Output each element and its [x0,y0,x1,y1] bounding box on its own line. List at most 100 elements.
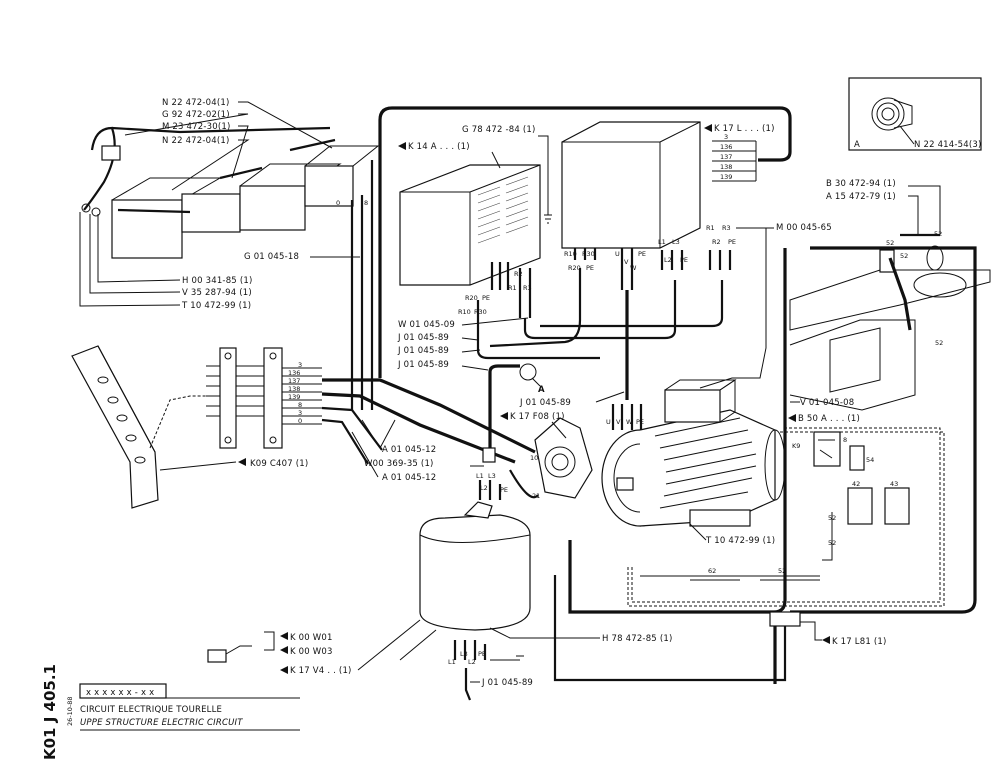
a01-leaders [351,419,484,478]
k17-l81-marker [822,636,830,644]
battery-strap-1 [117,208,191,214]
label-t10-47299-motor: T 10 472-99 (1) [705,536,775,546]
svg-text:52: 52 [778,567,786,575]
main-cable-bundle: 0 8 [336,106,792,410]
label-k17-l81: K 17 L81 (1) [832,637,887,647]
k09-marker [238,458,246,466]
cabinet-drops [476,227,767,400]
k17-term-137: 137 [720,153,732,161]
svg-text:R30: R30 [582,250,595,258]
pump-connector: L1 L3 L2 PE [476,447,508,500]
bundle-mark-0: 0 [336,199,340,207]
title-en: UPPE STRUCTURE ELECTRIC CIRCUIT [80,718,243,728]
gland-body [893,99,913,129]
svg-text:62: 62 [708,567,716,575]
svg-text:8: 8 [298,401,302,409]
label-j01-04589-d: J 01 045-89 [519,398,571,408]
terminal-1 [81,203,91,213]
svg-text:L2: L2 [468,658,476,666]
detail-a: A N 22 414-54(3) [848,77,982,151]
svg-text:L1: L1 [448,658,456,666]
b50-marker [788,414,796,422]
k17-terminal-strip: 3 136 137 138 139 [712,133,757,182]
detail-a-leader [899,125,915,145]
label-j01-04589-c: J 01 045-89 [397,360,449,370]
battery-3 [239,185,306,231]
k17v4-marker [280,666,288,674]
k14-marker [398,142,406,150]
label-m00-04565: M 00 045-65 [776,223,832,233]
callout-a-circle [519,363,537,381]
svg-text:54: 54 [866,456,874,464]
svg-text:PE: PE [586,264,594,272]
svg-text:136: 136 [288,369,300,377]
svg-text:V: V [616,418,621,426]
svg-text:PE: PE [482,294,490,302]
svg-text:21: 21 [532,492,540,500]
svg-text:R2: R2 [514,270,523,278]
battery-2 [181,193,241,233]
k17-term-136: 136 [720,143,732,151]
svg-text:52: 52 [886,239,894,247]
label-k17: K 17 L . . . (1) [714,124,775,134]
svg-text:R20: R20 [465,294,478,302]
svg-text:PE: PE [680,256,688,264]
battery-cable [83,126,116,211]
label-k00-w03: K 00 W03 [290,647,333,657]
label-n22-47204-b: N 22 472-04(1) [162,136,230,146]
battery-1-top [111,177,222,201]
label-g01-04518: G 01 045-18 [244,252,299,262]
k17-cabinet-body [561,121,701,249]
svg-text:K9: K9 [792,442,800,450]
battery-top-cable [111,126,331,134]
svg-text:L2: L2 [480,484,488,492]
svg-text:R10: R10 [458,308,471,316]
svg-text:10: 10 [530,454,538,462]
svg-text:52: 52 [934,230,942,238]
label-t10-47299-left: T 10 472-99 (1) [181,301,251,311]
title-code: x x x x x x - x x [86,688,154,698]
pedal-assembly [71,345,208,509]
k17-l81-connector [769,611,801,627]
title-block: x x x x x x - x x CIRCUIT ELECTRIQUE TOU… [41,664,300,760]
pedal-plate [71,345,159,509]
svg-text:139: 139 [288,393,300,401]
k00w01-marker [280,632,288,640]
svg-text:PE: PE [500,486,508,494]
label-g92-47202: G 92 472-02(1) [162,110,230,120]
title-fr: CIRCUIT ELECTRIQUE TOURELLE [80,705,222,715]
motor [601,379,786,527]
motor-wire-codes: U V W PE [606,404,644,430]
svg-text:PE: PE [636,418,644,426]
label-a15-47279: A 15 472-79 (1) [826,192,896,202]
label-v35-28794: V 35 287-94 (1) [182,288,252,298]
terminal-2 [91,207,101,217]
svg-text:R3: R3 [722,224,731,232]
bundle-mark-8: 8 [364,199,368,207]
svg-text:R2: R2 [712,238,721,246]
center-leaders [461,227,774,371]
hydraulic-tank: L1 L3 L2 PE [399,501,531,701]
svg-text:PE: PE [478,650,486,658]
svg-text:52: 52 [828,514,836,522]
svg-text:L3: L3 [460,650,468,658]
svg-text:R30: R30 [474,308,487,316]
svg-text:L1: L1 [476,472,484,480]
svg-text:L3: L3 [488,472,496,480]
doc-date: 26-10-88 [66,696,74,726]
label-k17-v4: K 17 V4 . . (1) [290,666,352,676]
k14-cabinet [399,164,541,286]
label-k09-c407: K09 C407 (1) [250,459,308,469]
relay-panel: K9 8 54 42 43 62 52 52 52 [627,427,945,607]
k17-term-138: 138 [720,163,732,171]
battery-strap-2 [219,166,263,180]
left-leaders [79,101,360,307]
label-n22-47204-a: N 22 472-04(1) [162,98,230,108]
svg-text:52: 52 [900,252,908,260]
svg-text:138: 138 [288,385,300,393]
svg-text:W: W [630,264,637,272]
label-h00-34185: H 00 341-85 (1) [182,276,252,286]
svg-text:W: W [626,418,633,426]
battery-assembly [81,126,380,259]
